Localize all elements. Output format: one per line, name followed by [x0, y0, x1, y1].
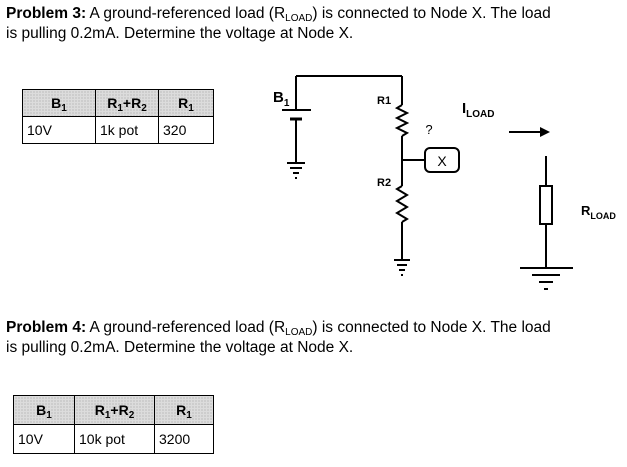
problem-3-table: B1 R1+R2 R1 10V 1k pot 320	[22, 89, 214, 144]
problem-3-text-a: A ground-referenced load (R	[86, 5, 286, 22]
current-label: ILOAD	[462, 100, 495, 120]
r1-label: R1	[377, 95, 391, 107]
cell-r1-value: 320	[158, 116, 214, 144]
battery-label: B1	[273, 89, 290, 109]
header-r1-r2: R1+R2	[95, 89, 159, 117]
node-x-box	[424, 147, 460, 173]
problem-3-text: Problem 3: A ground-referenced load (RLO…	[6, 4, 566, 44]
header-r1: R1	[154, 395, 214, 425]
table-row: 10V 1k pot 320	[22, 116, 214, 144]
problem-4-table: B1 R1+R2 R1 10V 10k pot 3200	[13, 395, 214, 454]
problem-4-sub: LOAD	[285, 327, 313, 338]
problem-4-text-a: A ground-referenced load (R	[86, 319, 286, 336]
problem-3-text-b: ) is connected to Node X. The load is pu…	[6, 5, 551, 42]
problem-3-label: Problem 3:	[6, 5, 87, 22]
cell-r1-value: 3200	[154, 424, 214, 454]
cell-r1-r2-value: 10k pot	[74, 424, 155, 454]
cell-b1-value: 10V	[13, 424, 75, 454]
problem-3-sub: LOAD	[285, 13, 313, 24]
problem-4-text-b: ) is connected to Node X. The load is pu…	[6, 319, 551, 356]
cell-r1-r2-value: 1k pot	[95, 116, 159, 144]
node-x-label: X	[437, 153, 447, 169]
header-b1: B1	[13, 395, 75, 425]
load-label: RLOAD	[581, 203, 616, 221]
table-row: 10V 10k pot 3200	[13, 424, 214, 454]
current-arrow-head	[540, 127, 550, 137]
table-header-row: B1 R1+R2 R1	[13, 395, 214, 425]
problem-4-label: Problem 4:	[6, 319, 87, 336]
problem-4-text: Problem 4: A ground-referenced load (RLO…	[6, 318, 566, 358]
r2-label: R2	[377, 177, 391, 189]
header-r1-r2: R1+R2	[74, 395, 155, 425]
question-mark: ?	[425, 122, 432, 137]
cell-b1-value: 10V	[22, 116, 96, 144]
